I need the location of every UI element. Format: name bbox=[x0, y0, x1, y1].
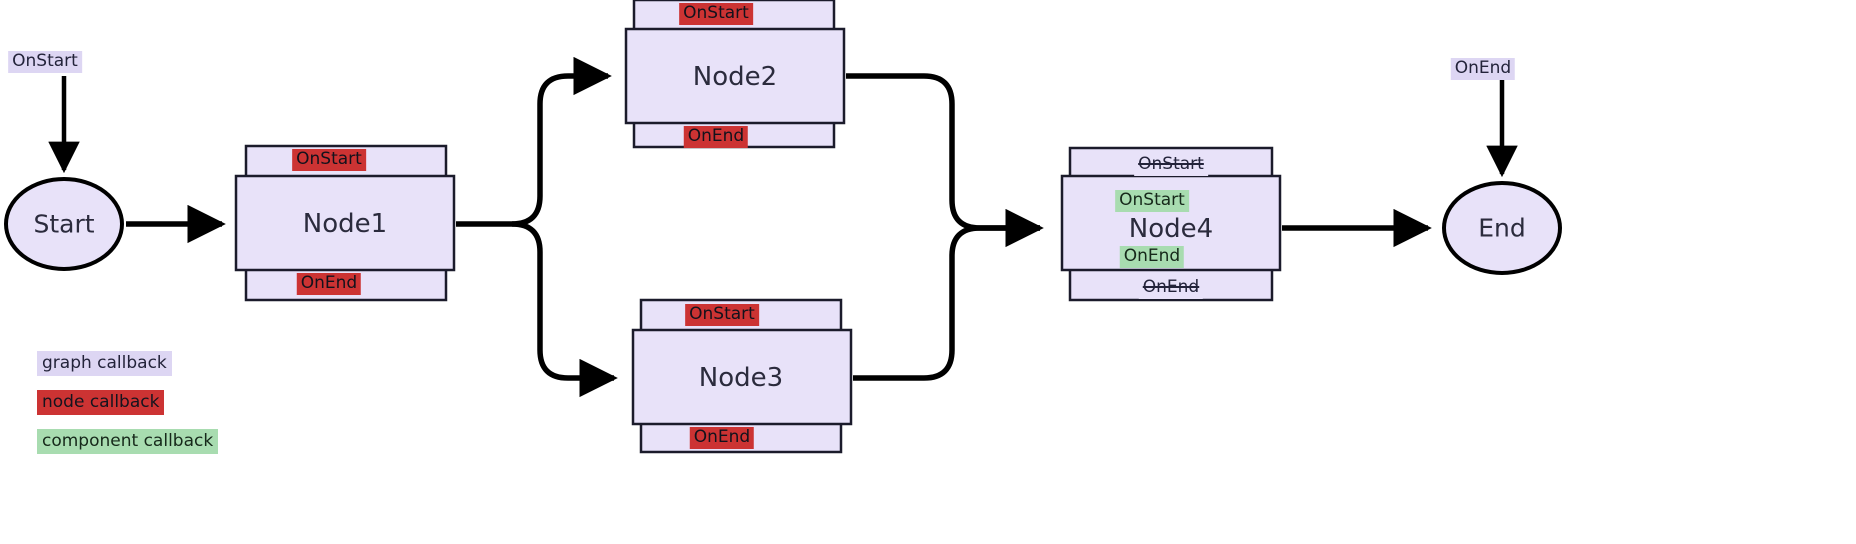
node4-oncallback-start-overridden: OnStart bbox=[1134, 154, 1208, 176]
edge-node2-to-merge bbox=[846, 73, 1044, 248]
node4-component-callback-end: OnEnd bbox=[1119, 246, 1185, 268]
node3-oncallback-start: OnStart bbox=[685, 304, 759, 326]
terminal-start-label: Start bbox=[33, 209, 95, 239]
node1-title: Node1 bbox=[302, 209, 388, 239]
node4-title: Node4 bbox=[1128, 214, 1214, 244]
node3-oncallback-end: OnEnd bbox=[689, 427, 755, 449]
node3-main-box[interactable] bbox=[631, 328, 853, 426]
node4-component-callback-start: OnStart bbox=[1115, 190, 1189, 212]
node2-oncallback-start: OnStart bbox=[679, 3, 753, 25]
legend-item-component-callback: component callback bbox=[37, 429, 219, 454]
terminal-end-label: End bbox=[1478, 213, 1526, 243]
legend-item-node-callback: node callback bbox=[37, 390, 165, 415]
node4-oncallback-end-overridden: OnEnd bbox=[1138, 277, 1204, 299]
node3-title: Node3 bbox=[698, 363, 784, 393]
edge-node3-to-merge bbox=[853, 225, 1040, 381]
node1-main-box[interactable] bbox=[234, 174, 456, 272]
legend-item-graph-callback: graph callback bbox=[37, 351, 172, 376]
terminal-start-shape[interactable] bbox=[4, 177, 124, 271]
node2-oncallback-end: OnEnd bbox=[683, 126, 749, 148]
edge-split-to-node2 bbox=[511, 56, 612, 227]
edge-split-to-node3 bbox=[511, 221, 618, 398]
graph-callback-onend-label: OnEnd bbox=[1450, 58, 1516, 80]
node2-title: Node2 bbox=[692, 62, 778, 92]
node1-oncallback-start: OnStart bbox=[292, 149, 366, 171]
graph-callback-onstart-label: OnStart bbox=[8, 51, 82, 73]
node1-oncallback-end: OnEnd bbox=[296, 273, 362, 295]
node2-main-box[interactable] bbox=[624, 27, 846, 125]
terminal-end-shape[interactable] bbox=[1442, 181, 1562, 275]
